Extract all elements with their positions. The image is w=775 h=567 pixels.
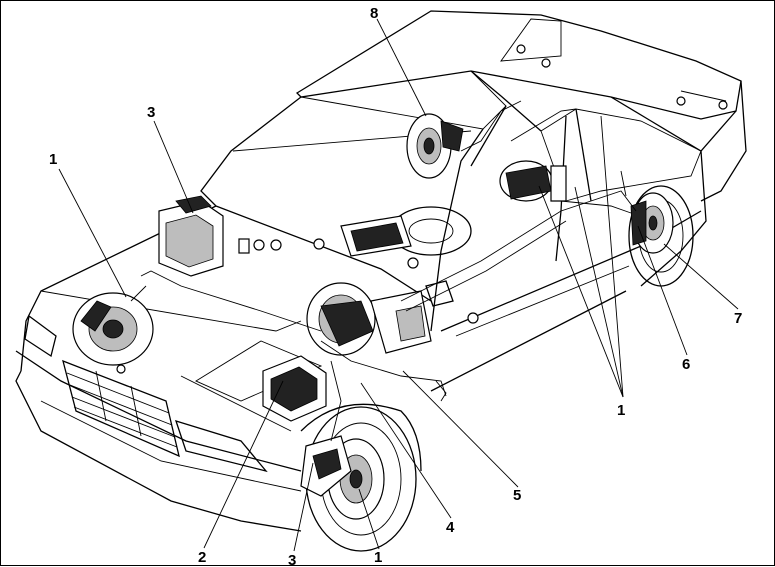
brake-lines <box>130 100 637 442</box>
handbrake-assembly <box>499 160 567 202</box>
leader-lines <box>58 18 739 552</box>
side-mirror <box>425 280 454 307</box>
callout-1-front-left: 1 <box>49 151 57 168</box>
rear-left-brake-disc <box>406 113 464 179</box>
headlight-right <box>174 420 268 473</box>
car-body <box>15 10 747 552</box>
dashboard-sensors <box>313 215 479 324</box>
headlight-left <box>24 314 57 358</box>
callout-8: 8 <box>370 5 378 22</box>
callout-6: 6 <box>682 356 690 373</box>
callout-5: 5 <box>513 487 521 504</box>
callout-7: 7 <box>734 310 742 327</box>
callout-3-caliper: 3 <box>288 552 296 567</box>
callout-4: 4 <box>446 519 455 536</box>
callout-1-front-right: 1 <box>374 549 382 566</box>
front-right-brake-caliper <box>300 435 352 497</box>
front-left-brake-disc <box>72 292 154 374</box>
callout-2: 2 <box>198 549 206 566</box>
callout-3-abs-unit: 3 <box>147 104 155 121</box>
abs-control-unit <box>158 195 282 277</box>
callout-labels: 1 1 1 2 3 3 4 5 6 7 8 <box>49 5 742 567</box>
callout-1-rear: 1 <box>617 402 625 419</box>
hydraulic-unit <box>262 355 327 422</box>
grille <box>62 359 180 458</box>
